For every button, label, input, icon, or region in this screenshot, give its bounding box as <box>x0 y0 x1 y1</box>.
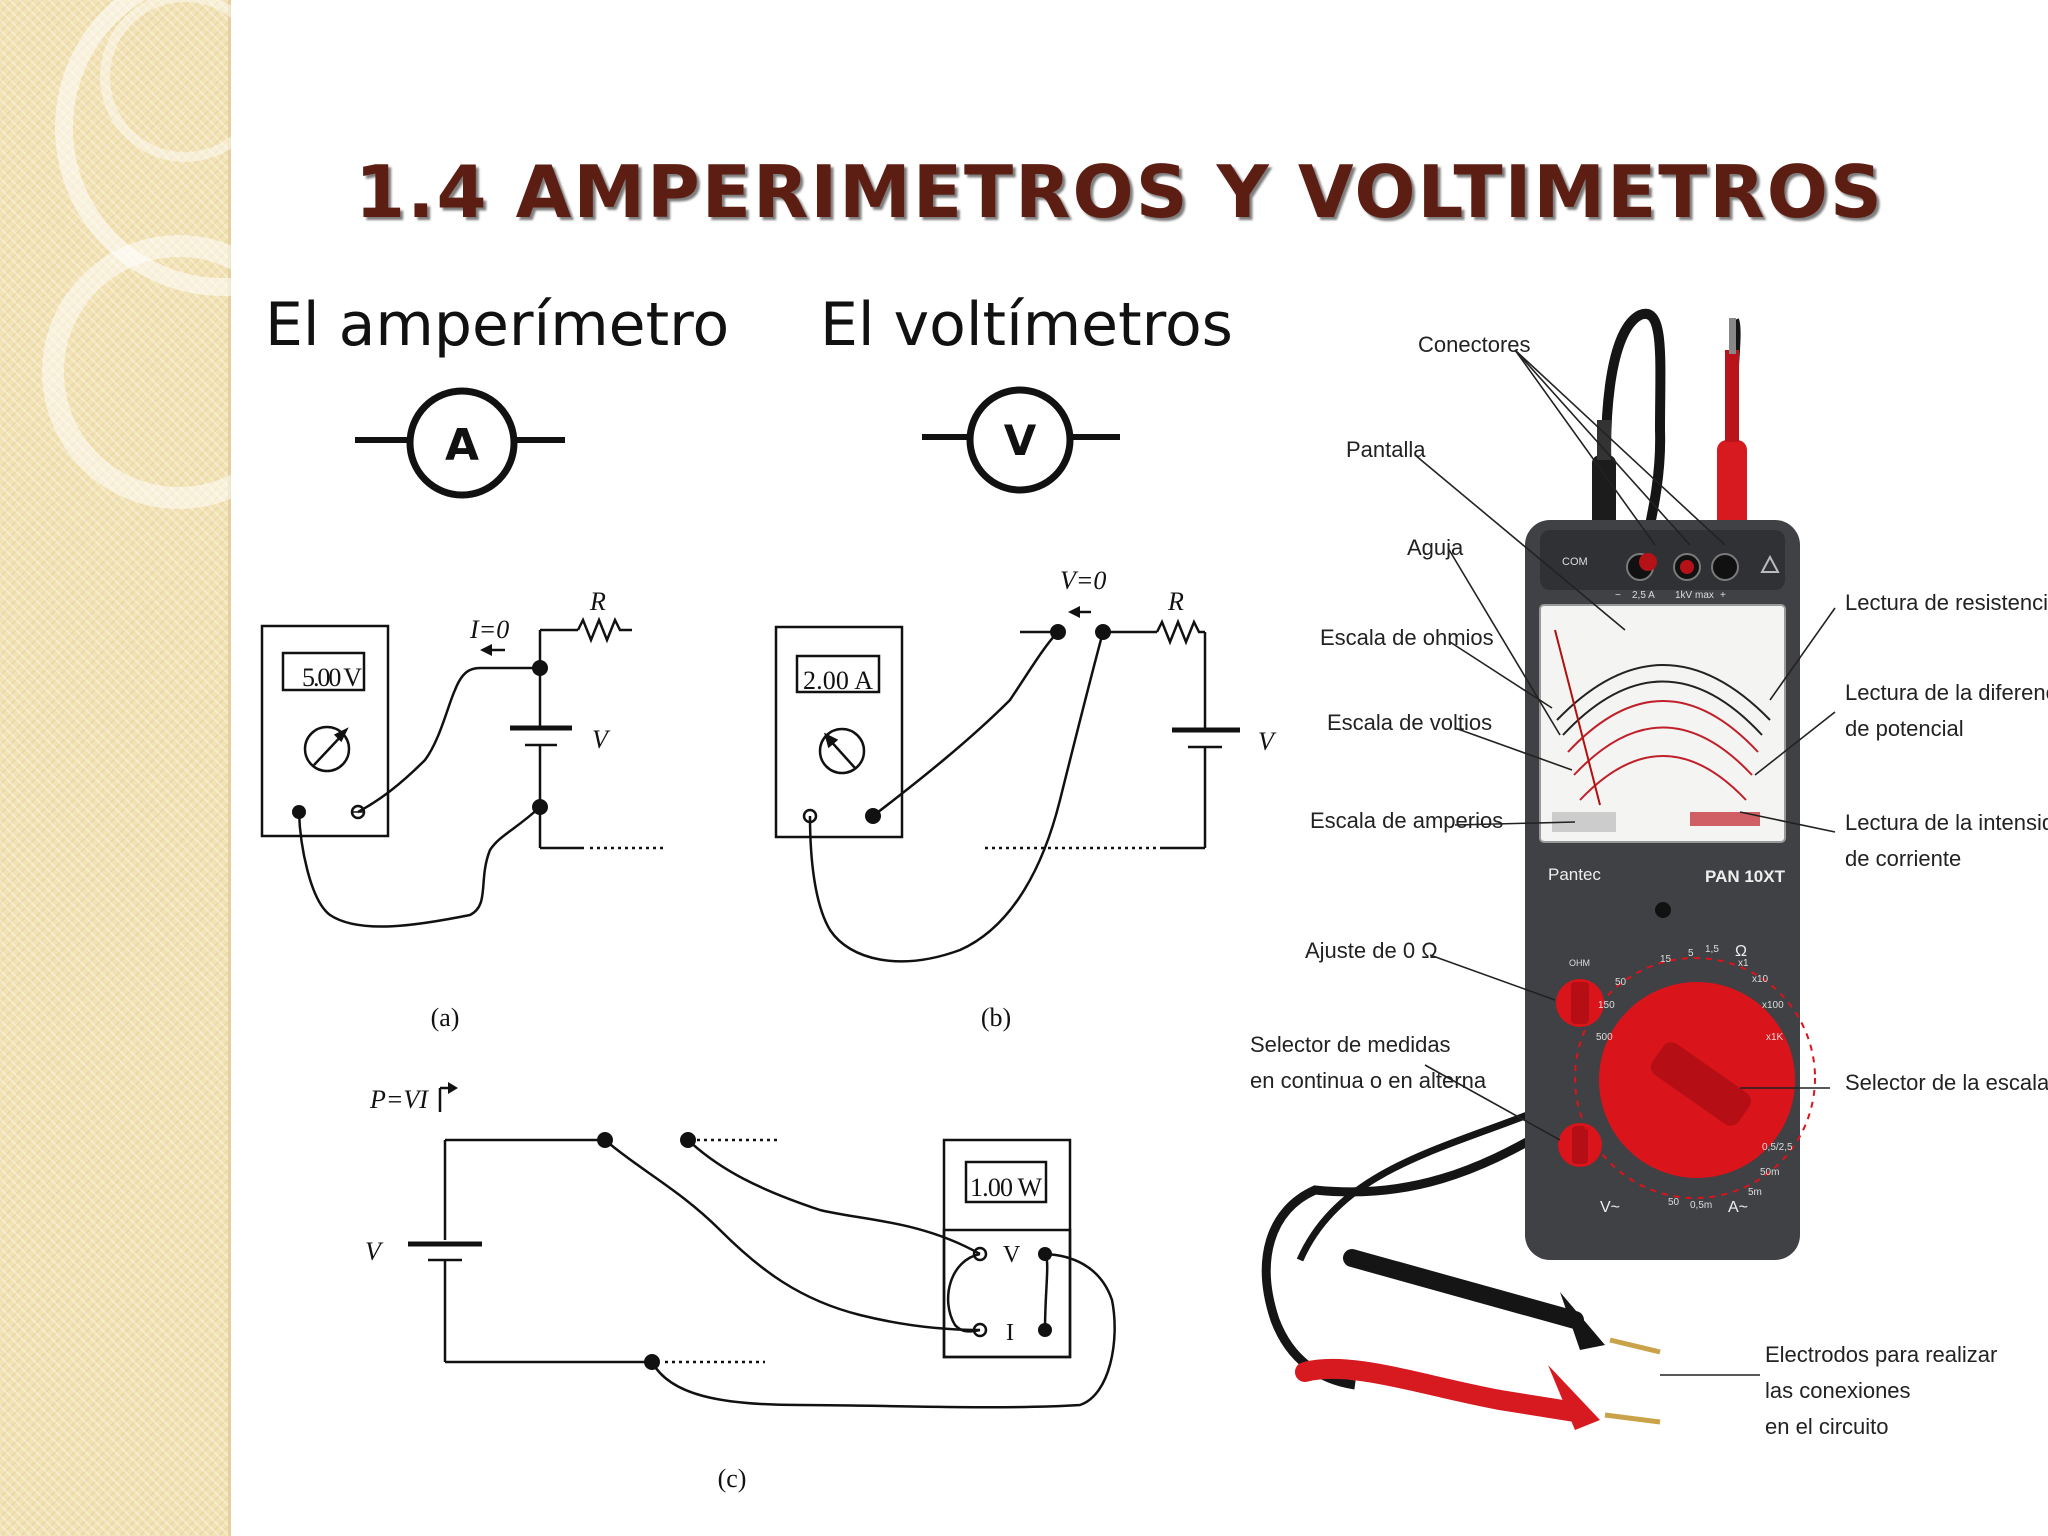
jack-label: 1kV max <box>1675 590 1714 601</box>
meter-b-gauge <box>818 727 866 775</box>
callout-pantalla: Pantalla <box>1346 437 1426 462</box>
callout-escala-ohmios: Escala de ohmios <box>1320 625 1494 650</box>
callout-lectura-resistencia: Lectura de resistencia <box>1845 590 2048 615</box>
ammeter-symbol: A <box>355 387 565 499</box>
callout-electrodos: en el circuito <box>1765 1414 1889 1439</box>
callout-labels: Conectores Pantalla Aguja Escala de ohmi… <box>1250 332 2048 1439</box>
jack-label: − <box>1615 590 1621 601</box>
power-label-c: P=VI <box>369 1085 429 1114</box>
callout-electrodos: las conexiones <box>1765 1378 1911 1403</box>
range-label: x100 <box>1762 1000 1784 1011</box>
multimeter-brand: Pantec <box>1548 865 1601 884</box>
meter-b-display <box>795 654 881 694</box>
voltmeter-heading: El voltímetros <box>820 290 1233 360</box>
meter-a-box <box>260 624 390 838</box>
caption-b: (b) <box>981 1003 1011 1032</box>
range-label: 150 <box>1598 1000 1615 1011</box>
range-label: 500 <box>1596 1032 1613 1043</box>
ammeter-heading: El amperímetro <box>265 290 730 360</box>
callout-lines <box>1414 349 1836 1376</box>
callout-escala-voltios: Escala de voltios <box>1327 710 1492 735</box>
range-label: 50m <box>1760 1167 1779 1178</box>
callout-selector-medidas: Selector de medidas <box>1250 1032 1451 1057</box>
range-label: 0,5/2,5 <box>1762 1142 1793 1153</box>
terminal-v-label: V <box>1003 1242 1021 1268</box>
strip-edge <box>228 0 231 1536</box>
range-label: 0,5m <box>1690 1200 1712 1211</box>
caption-c: (c) <box>718 1464 747 1493</box>
meter-c-lower <box>942 1228 1072 1359</box>
voltmeter-symbol-letter: V <box>1004 416 1037 465</box>
voltmeter-symbol: V <box>922 386 1120 494</box>
decorative-ring <box>100 0 270 162</box>
meter-c-display <box>964 1160 1048 1204</box>
circuit-c-labels: P=VI 1.00 W V V I (c) <box>365 1085 1042 1493</box>
circuit-a <box>260 616 665 928</box>
multimeter-illustration: COM − 2,5 A 1kV max + Pantec PAN 10XT OH… <box>1261 308 1816 1430</box>
voltage-label-b: V=0 <box>1060 566 1106 595</box>
meter-a-reading: 5.00 V <box>302 663 362 692</box>
terminal-i-label: I <box>1006 1320 1014 1346</box>
range-label: 50 <box>1615 977 1627 988</box>
meter-b-reading: 2.00 A <box>803 666 873 695</box>
source-label-c: V <box>365 1237 384 1266</box>
meter-a-display <box>281 651 366 692</box>
slide-title: 1.4 AMPERIMETROS Y VOLTIMETROS <box>355 150 1884 234</box>
callout-selector-medidas: en continua o en alterna <box>1250 1068 1487 1093</box>
range-label: x1K <box>1766 1032 1784 1043</box>
resistor-label-a: R <box>589 587 606 616</box>
range-label: 15 <box>1660 954 1672 965</box>
callout-aguja: Aguja <box>1407 535 1464 560</box>
range-label: 1,5 <box>1705 944 1719 955</box>
callout-lectura-intensidad: de corriente <box>1845 846 1961 871</box>
range-label: x1 <box>1738 958 1749 969</box>
source-label-b: V <box>1258 727 1277 756</box>
callout-electrodos: Electrodos para realizar <box>1765 1342 1997 1367</box>
callout-lectura-diferencia: de potencial <box>1845 716 1964 741</box>
range-label: 50 <box>1668 1197 1680 1208</box>
side-label: Ω <box>1735 943 1747 960</box>
source-label-a: V <box>592 725 611 754</box>
callout-ajuste: Ajuste de 0 Ω <box>1305 938 1438 963</box>
circuit-b <box>774 606 1240 963</box>
circuit-a-labels: 5.00 V I=0 R V (a) <box>302 587 611 1032</box>
multimeter-model: PAN 10XT <box>1705 867 1786 886</box>
meter-b-box <box>774 625 904 839</box>
current-label-a: I=0 <box>469 615 509 644</box>
caption-a: (a) <box>431 1003 460 1032</box>
callout-lectura-intensidad: Lectura de la intensidad <box>1845 810 2048 835</box>
jack-label: + <box>1720 590 1726 601</box>
jack-label: 2,5 A <box>1632 590 1655 601</box>
ohm-knob-label: OHM <box>1569 958 1590 968</box>
circuit-b-labels: 2.00 A V=0 R V (b) <box>803 566 1277 1032</box>
callout-selector-escala: Selector de la escala <box>1845 1070 2048 1095</box>
resistor-label-b: R <box>1167 587 1184 616</box>
com-label: COM <box>1562 556 1588 568</box>
meter-a-gauge <box>303 725 351 773</box>
side-label: V~ <box>1600 1199 1620 1216</box>
ammeter-symbol-letter: A <box>445 420 479 471</box>
range-label: 5 <box>1688 948 1694 959</box>
callout-conectores: Conectores <box>1418 332 1531 357</box>
callout-lectura-diferencia: Lectura de la diferencia <box>1845 680 2048 705</box>
meter-c-reading: 1.00 W <box>970 1173 1042 1202</box>
range-label: 5m <box>1748 1187 1762 1198</box>
range-label: x10 <box>1752 974 1769 985</box>
circuit-c <box>408 1082 1116 1409</box>
callout-escala-amperios: Escala de amperios <box>1310 808 1503 833</box>
side-label: A~ <box>1728 1199 1748 1216</box>
